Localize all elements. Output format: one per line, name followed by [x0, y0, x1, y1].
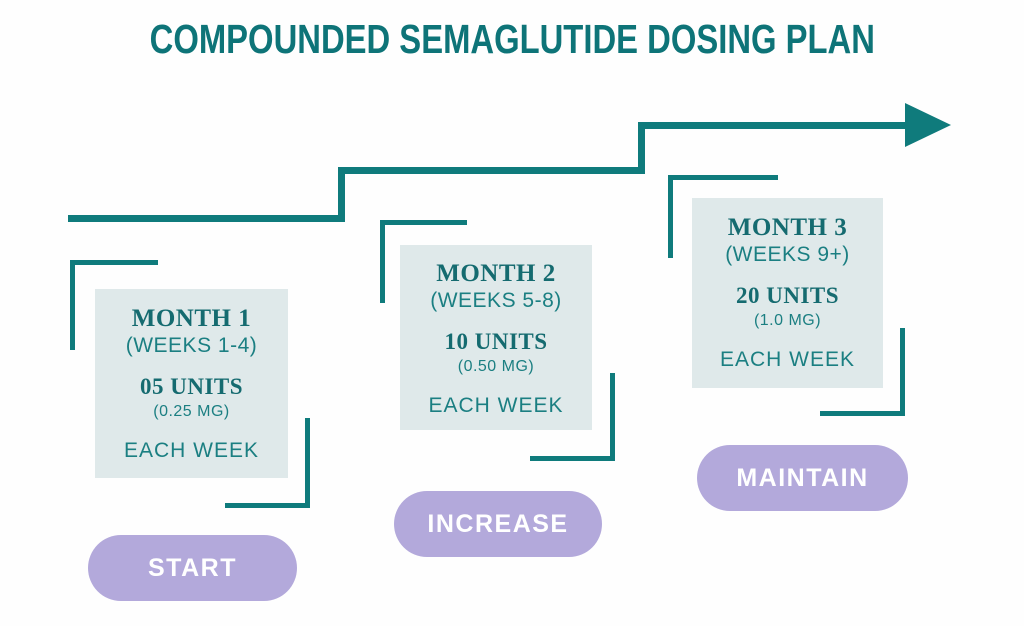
month2-card: MONTH 2 (WEEKS 5-8) 10 UNITS (0.50 MG) E…	[400, 245, 592, 430]
month3-mg: (1.0 MG)	[753, 312, 822, 329]
month3-weeks: (WEEKS 9+)	[725, 243, 850, 266]
month1-mg: (0.25 MG)	[153, 403, 230, 420]
month2-units: 10 UNITS	[444, 329, 548, 354]
arrow-head-icon	[905, 103, 951, 147]
increase-button[interactable]: INCREASE	[394, 491, 602, 557]
start-button[interactable]: START	[88, 535, 297, 601]
month2-bottom-right-bracket	[530, 373, 615, 461]
page-title-text: COMPOUNDED SEMAGLUTIDE DOSING PLAN	[149, 16, 875, 62]
month3-heading: MONTH 3	[727, 214, 848, 241]
month3-frequency: EACH WEEK	[719, 348, 856, 371]
maintain-button[interactable]: MAINTAIN	[697, 445, 908, 511]
staircase-line	[68, 122, 915, 222]
month2-mg: (0.50 MG)	[457, 358, 535, 375]
month2-heading: MONTH 2	[436, 260, 556, 287]
month2-frequency: EACH WEEK	[428, 394, 564, 417]
month3-bottom-right-bracket	[820, 328, 905, 416]
month3-units: 20 UNITS	[735, 283, 840, 308]
month2-top-left-bracket	[380, 220, 467, 303]
month3-top-left-bracket	[668, 175, 778, 258]
month3-card: MONTH 3 (WEEKS 9+) 20 UNITS (1.0 MG) EAC…	[692, 198, 883, 388]
month1-weeks: (WEEKS 1-4)	[125, 334, 258, 357]
month1-card: MONTH 1 (WEEKS 1-4) 05 UNITS (0.25 MG) E…	[95, 289, 288, 478]
month2-weeks: (WEEKS 5-8)	[430, 289, 562, 312]
month1-heading: MONTH 1	[131, 305, 252, 332]
month1-units: 05 UNITS	[139, 374, 244, 399]
month1-bottom-right-bracket	[225, 418, 310, 508]
page-title: COMPOUNDED SEMAGLUTIDE DOSING PLAN	[0, 16, 1024, 63]
month1-frequency: EACH WEEK	[123, 439, 260, 462]
month1-top-left-bracket	[70, 260, 158, 350]
